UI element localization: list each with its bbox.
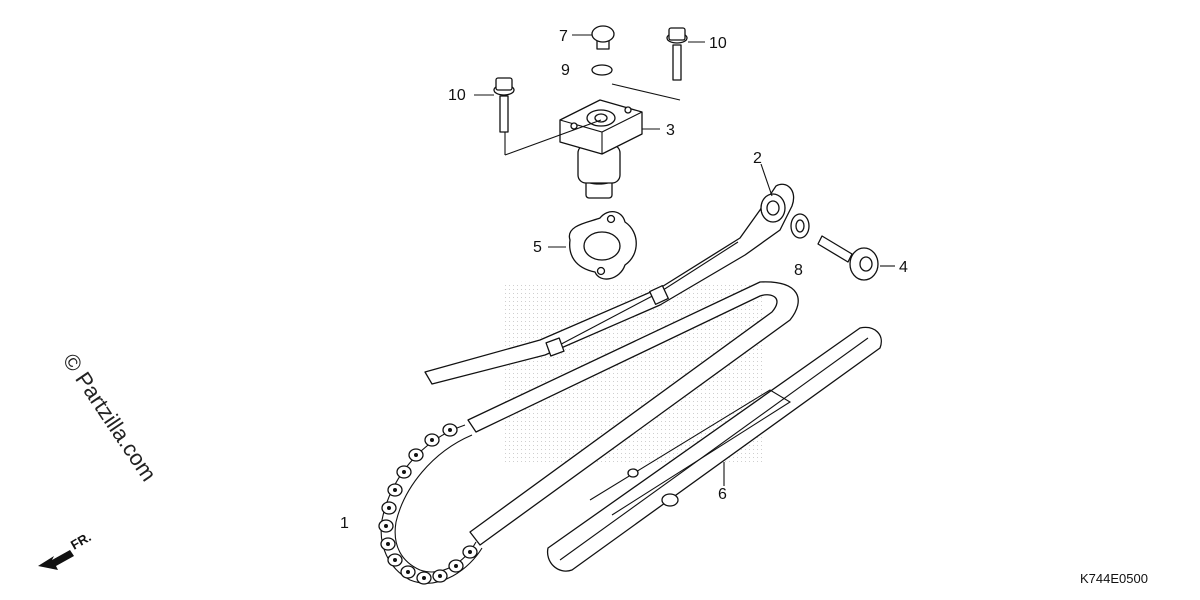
front-direction-arrow: FR. <box>38 529 94 570</box>
tensioner-arm[interactable] <box>424 183 795 385</box>
callout-2: 2 <box>753 150 762 167</box>
callout-3: 3 <box>666 122 675 139</box>
callout-5: 5 <box>533 239 542 256</box>
chain-pin <box>393 558 397 562</box>
callout-10-left: 10 <box>448 87 466 104</box>
washer[interactable] <box>790 213 810 239</box>
lifter-gasket[interactable] <box>568 211 637 280</box>
o-ring[interactable] <box>591 64 613 76</box>
cam-chain[interactable] <box>378 281 799 585</box>
chain-pin <box>438 574 442 578</box>
callout-10-right: 10 <box>709 35 727 52</box>
leader-lines <box>474 34 895 486</box>
chain-pin <box>430 438 434 442</box>
bolt-right[interactable] <box>666 27 688 81</box>
chain-pin <box>468 550 472 554</box>
chain-pin <box>414 453 418 457</box>
callout-9: 9 <box>561 62 570 79</box>
bolt-left[interactable] <box>493 77 515 133</box>
watermark: © Partzilla.com <box>58 349 162 486</box>
callout-4: 4 <box>899 259 908 276</box>
chain-pin <box>393 488 397 492</box>
callout-7: 7 <box>559 28 568 45</box>
callout-1: 1 <box>340 515 349 532</box>
pivot-bolt[interactable] <box>817 235 879 281</box>
chain-pin <box>386 542 390 546</box>
chain-guide[interactable] <box>546 326 882 572</box>
chain-pin <box>402 470 406 474</box>
chain-pin <box>454 564 458 568</box>
fr-label: FR. <box>68 529 94 552</box>
diagram-code: K744E0500 <box>1080 571 1148 586</box>
callout-8: 8 <box>794 262 803 279</box>
callout-6: 6 <box>718 486 727 503</box>
chain-pin <box>387 506 391 510</box>
chain-pin <box>422 576 426 580</box>
chain-links <box>378 423 478 585</box>
chain-pin <box>406 570 410 574</box>
chain-pin <box>384 524 388 528</box>
tensioner-lifter[interactable] <box>559 99 643 199</box>
sealing-bolt[interactable] <box>591 25 615 50</box>
chain-pin <box>448 428 452 432</box>
